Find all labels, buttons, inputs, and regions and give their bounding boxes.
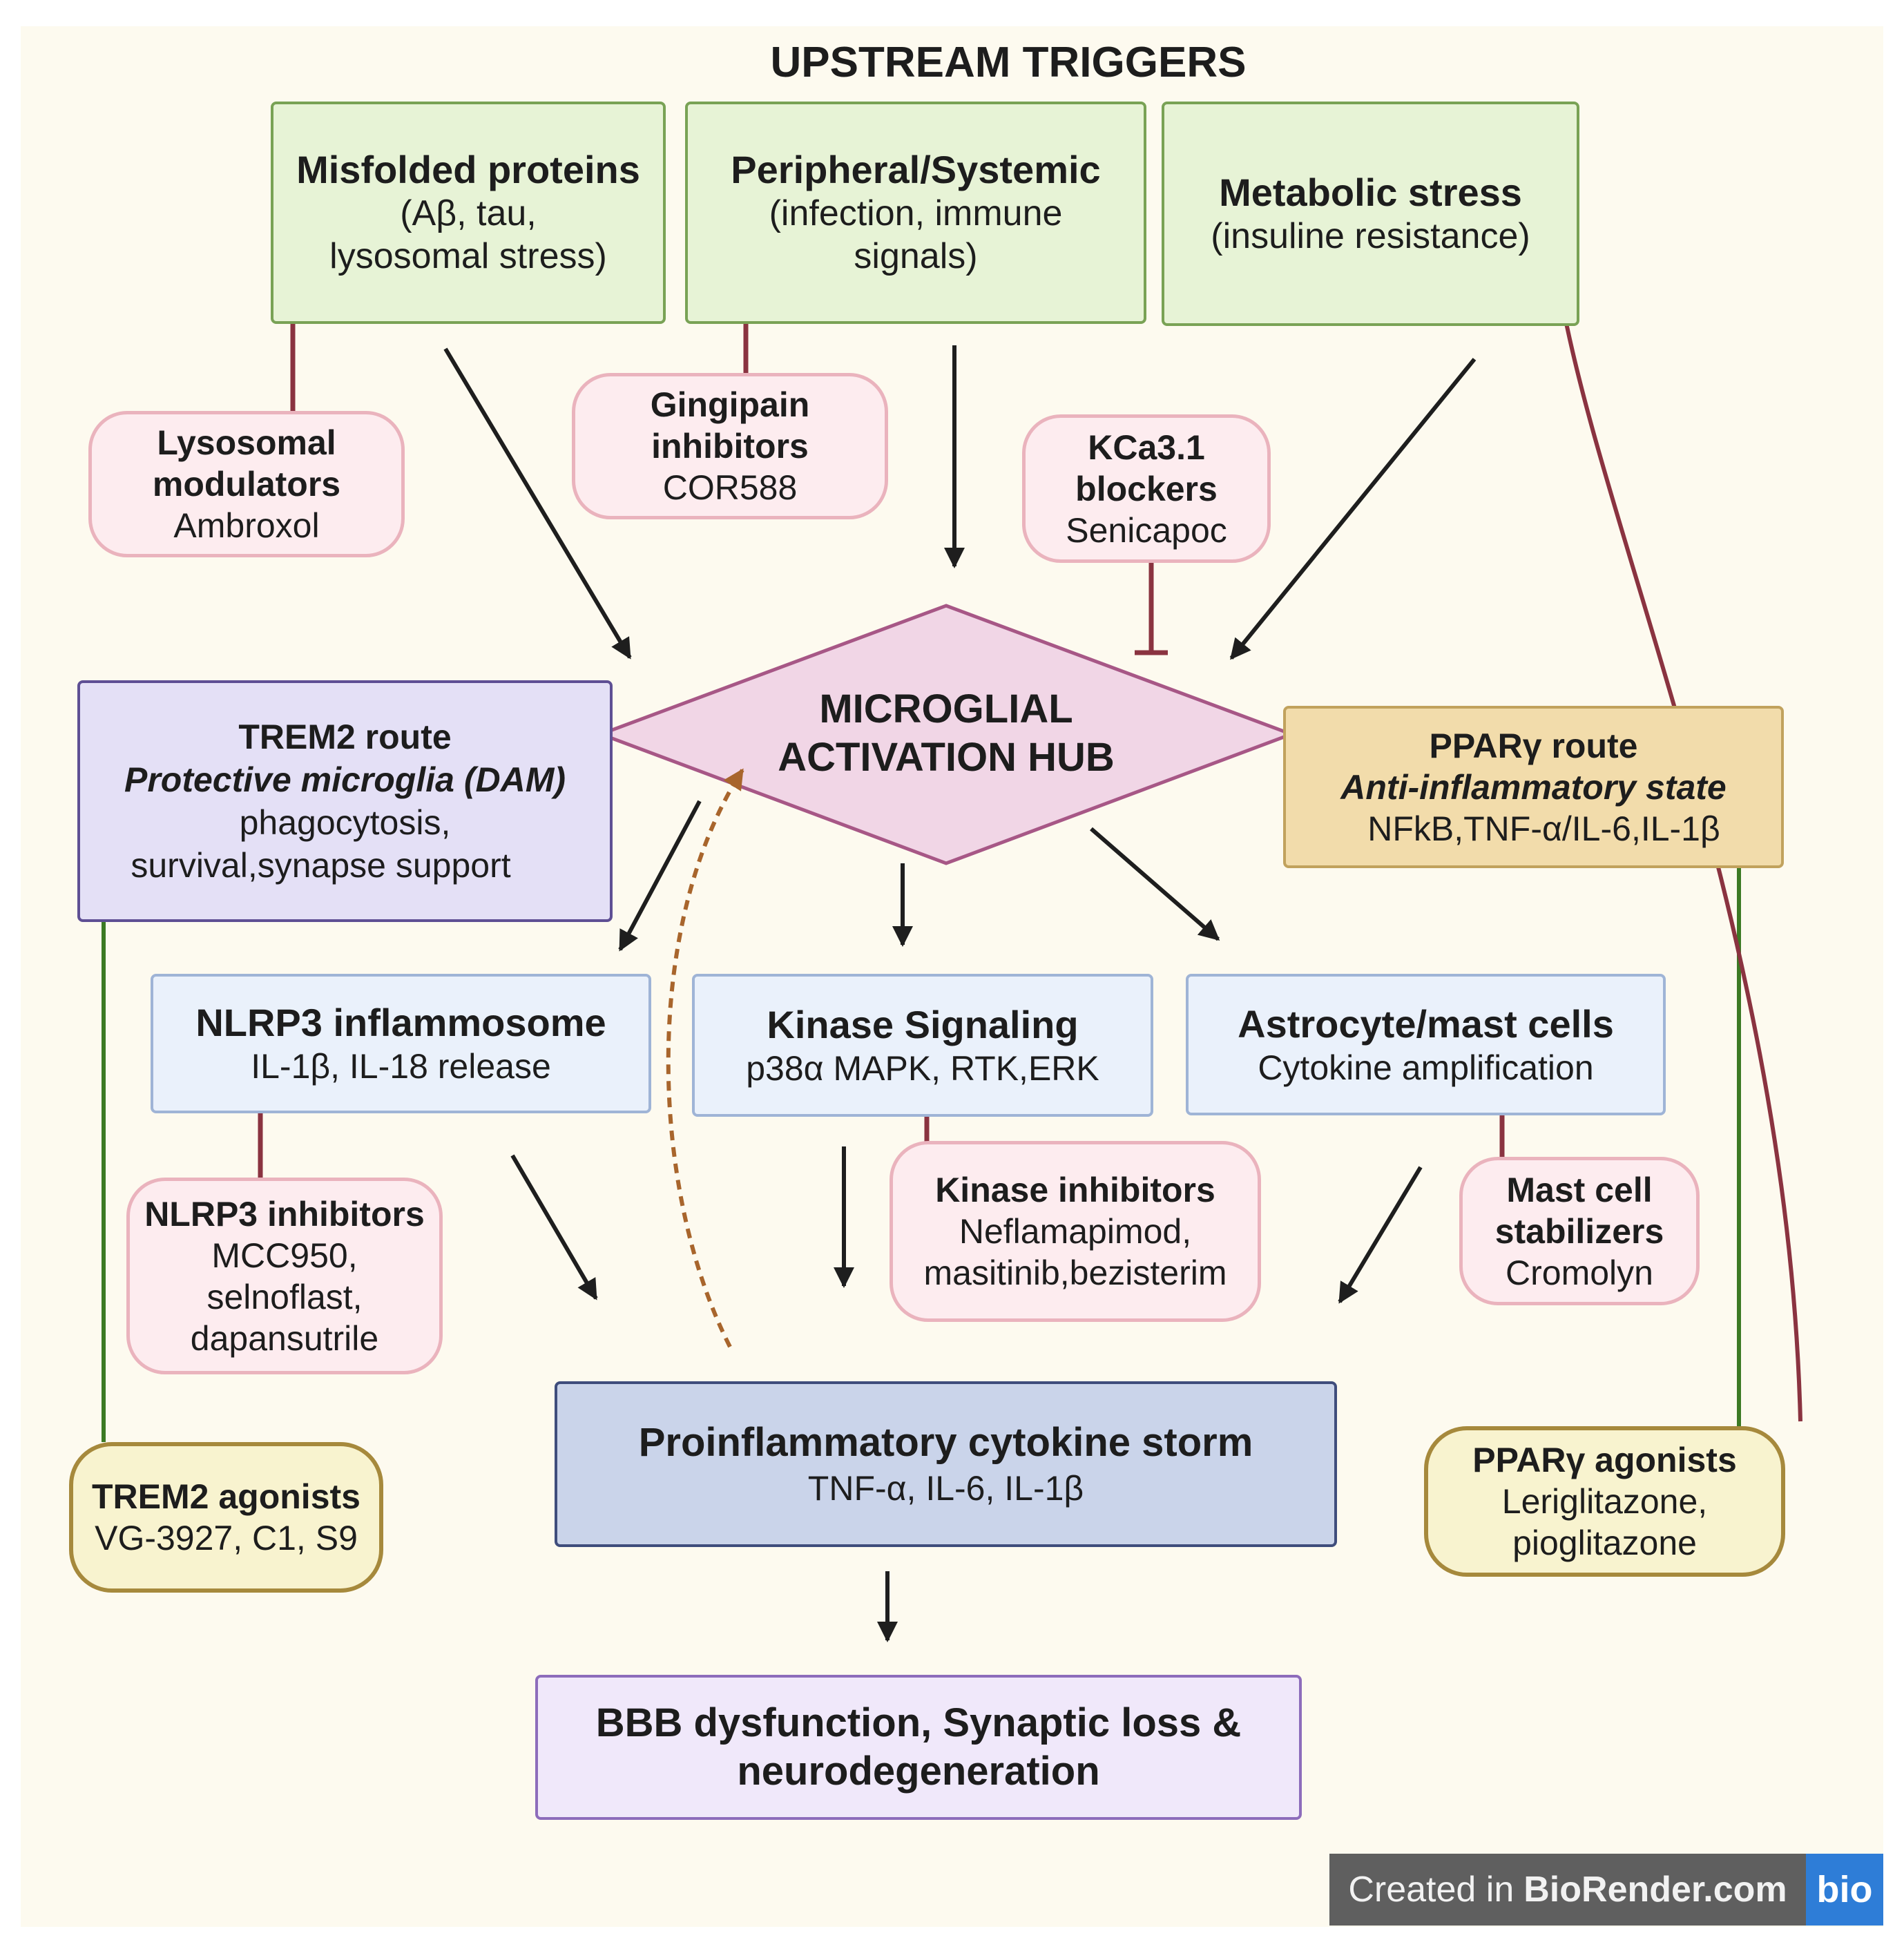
trigger-peripheral-systemic: Peripheral/Systemic (infection, immune s… <box>685 102 1146 324</box>
trigger-misfolded-proteins: Misfolded proteins (Aβ, tau, lysosomal s… <box>271 102 666 324</box>
drug-name: dapansutrile <box>190 1318 379 1358</box>
route-title: TREM2 route <box>238 718 452 756</box>
pathway-detail: IL-1β, IL-18 release <box>251 1047 551 1086</box>
drug-name: Senicapoc <box>1066 510 1227 550</box>
pathway-detail: Cytokine amplification <box>1258 1048 1594 1087</box>
trigger-metabolic-stress: Metabolic stress (insuline resistance) <box>1162 102 1579 326</box>
pathway-title: NLRP3 inflammosome <box>195 1001 606 1044</box>
storm-detail: TNF-α, IL-6, IL-1β <box>807 1469 1084 1508</box>
pathway-detail: p38α MAPK, RTK,ERK <box>746 1048 1099 1088</box>
biorender-logo-icon: bio <box>1806 1854 1883 1926</box>
trigger-title: Misfolded proteins <box>296 148 640 191</box>
arrow-nlrp3-to-storm <box>510 1154 598 1300</box>
route-subtitle: Anti-inflammatory state <box>1340 767 1727 807</box>
drug-kinase-inhibitors: Kinase inhibitors Neflamapimod, masitini… <box>890 1141 1261 1322</box>
trem2-agonists-box: TREM2 agonists VG-3927, C1, S9 <box>69 1442 383 1593</box>
inhibit-kca <box>1135 563 1168 655</box>
drug-mast-cell-stabilizers: Mast cell stabilizers Cromolyn <box>1459 1157 1700 1305</box>
hub-line: ACTIVATION HUB <box>778 735 1115 780</box>
arrow-storm-feedback-to-hub <box>666 768 744 1348</box>
drug-name: MCC950, <box>211 1236 358 1275</box>
hub-diamond <box>595 604 1297 865</box>
arrow-misfolded-to-hub <box>443 347 632 660</box>
drug-class: Kinase inhibitors <box>935 1171 1215 1209</box>
agonist-name: VG-3927, C1, S9 <box>95 1519 358 1557</box>
drug-lysosomal-modulators: Lysosomal modulators Ambroxol <box>88 411 405 557</box>
storm-title: Proinflammatory cytokine storm <box>638 1420 1253 1465</box>
outcome-box: BBB dysfunction, Synaptic loss & neurode… <box>535 1675 1302 1820</box>
ppar-route-box: PPARγ route Anti-inflammatory state NFkB… <box>1283 706 1784 868</box>
drug-class: blockers <box>1075 469 1218 508</box>
drug-class: modulators <box>152 465 341 503</box>
trigger-title: Metabolic stress <box>1219 170 1522 214</box>
trem2-route-box: TREM2 route Protective microglia (DAM) p… <box>77 680 613 922</box>
drug-class: Mast cell <box>1506 1170 1653 1209</box>
drug-name: masitinib,bezisterim <box>923 1254 1227 1292</box>
outcome-line: neurodegeneration <box>737 1749 1100 1794</box>
nlrp3-inflammasome-box: NLRP3 inflammosome IL-1β, IL-18 release <box>151 974 651 1113</box>
agonist-class: TREM2 agonists <box>92 1477 360 1516</box>
drug-name: selnoflast, <box>206 1277 363 1316</box>
drug-name: Ambroxol <box>173 506 320 545</box>
arrow-astro-to-storm <box>1338 1166 1423 1304</box>
arrow-hub-to-astro <box>1090 827 1220 941</box>
drug-gingipain-inhibitors: Gingipain inhibitors COR588 <box>572 373 888 519</box>
drug-kca-blockers: KCa3.1 blockers Senicapoc <box>1022 414 1271 563</box>
ppar-agonists-box: PPARγ agonists Leriglitazone, pioglitazo… <box>1424 1426 1785 1577</box>
cytokine-storm-box: Proinflammatory cytokine storm TNF-α, IL… <box>555 1381 1337 1547</box>
agonist-name: Leriglitazone, <box>1501 1482 1708 1521</box>
route-subtitle: Protective microglia (DAM) <box>124 760 566 799</box>
drug-class: NLRP3 inhibitors <box>144 1194 425 1233</box>
drug-name: Cromolyn <box>1506 1253 1653 1292</box>
trigger-detail: lysosomal stress) <box>329 236 607 276</box>
drug-class: inhibitors <box>651 427 809 465</box>
hub-line: MICROGLIAL <box>819 687 1073 731</box>
credit-prefix: Created in <box>1348 1870 1514 1910</box>
route-effect: phagocytosis, <box>239 803 451 842</box>
diagram-title: UPSTREAM TRIGGERS <box>770 39 1247 86</box>
trigger-detail: (insuline resistance) <box>1211 215 1530 256</box>
arrow-hub-to-nlrp3 <box>618 800 702 952</box>
pathway-title: Kinase Signaling <box>767 1002 1079 1046</box>
agonist-class: PPARγ agonists <box>1472 1441 1737 1479</box>
route-effect: NFkB,TNF-α/IL-6,IL-1β <box>1367 809 1720 848</box>
drug-class: stabilizers <box>1494 1211 1664 1251</box>
trigger-detail: (infection, immune <box>769 193 1063 233</box>
credit-brand: BioRender.com <box>1523 1870 1787 1910</box>
trigger-detail: (Aβ, tau, <box>400 193 537 233</box>
hub-label: MICROGLIAL ACTIVATION HUB <box>739 685 1153 782</box>
kinase-signaling-box: Kinase Signaling p38α MAPK, RTK,ERK <box>692 974 1153 1117</box>
drug-name: COR588 <box>662 468 798 507</box>
drug-class: KCa3.1 <box>1088 428 1205 467</box>
drug-nlrp3-inhibitors: NLRP3 inhibitors MCC950, selnoflast, dap… <box>126 1178 443 1374</box>
arrow-metabolic-to-hub <box>1229 358 1477 660</box>
trigger-title: Peripheral/Systemic <box>731 148 1101 191</box>
biorender-credit-badge[interactable]: Created in BioRender.com bio <box>1329 1854 1883 1926</box>
pathway-title: Astrocyte/mast cells <box>1238 1001 1614 1046</box>
drug-name: Neflamapimod, <box>959 1212 1192 1251</box>
route-title: PPARγ route <box>1429 726 1638 765</box>
outcome-line: BBB dysfunction, Synaptic loss & <box>595 1700 1242 1745</box>
astrocyte-mast-cells-box: Astrocyte/mast cells Cytokine amplificat… <box>1186 974 1666 1115</box>
trigger-detail: signals) <box>854 236 978 276</box>
credit-text: Created in BioRender.com <box>1329 1854 1806 1926</box>
drug-class: Gingipain <box>650 385 810 424</box>
drug-class: Lysosomal <box>157 423 336 462</box>
route-effect: survival,synapse support <box>131 846 511 885</box>
agonist-name: pioglitazone <box>1512 1524 1697 1562</box>
